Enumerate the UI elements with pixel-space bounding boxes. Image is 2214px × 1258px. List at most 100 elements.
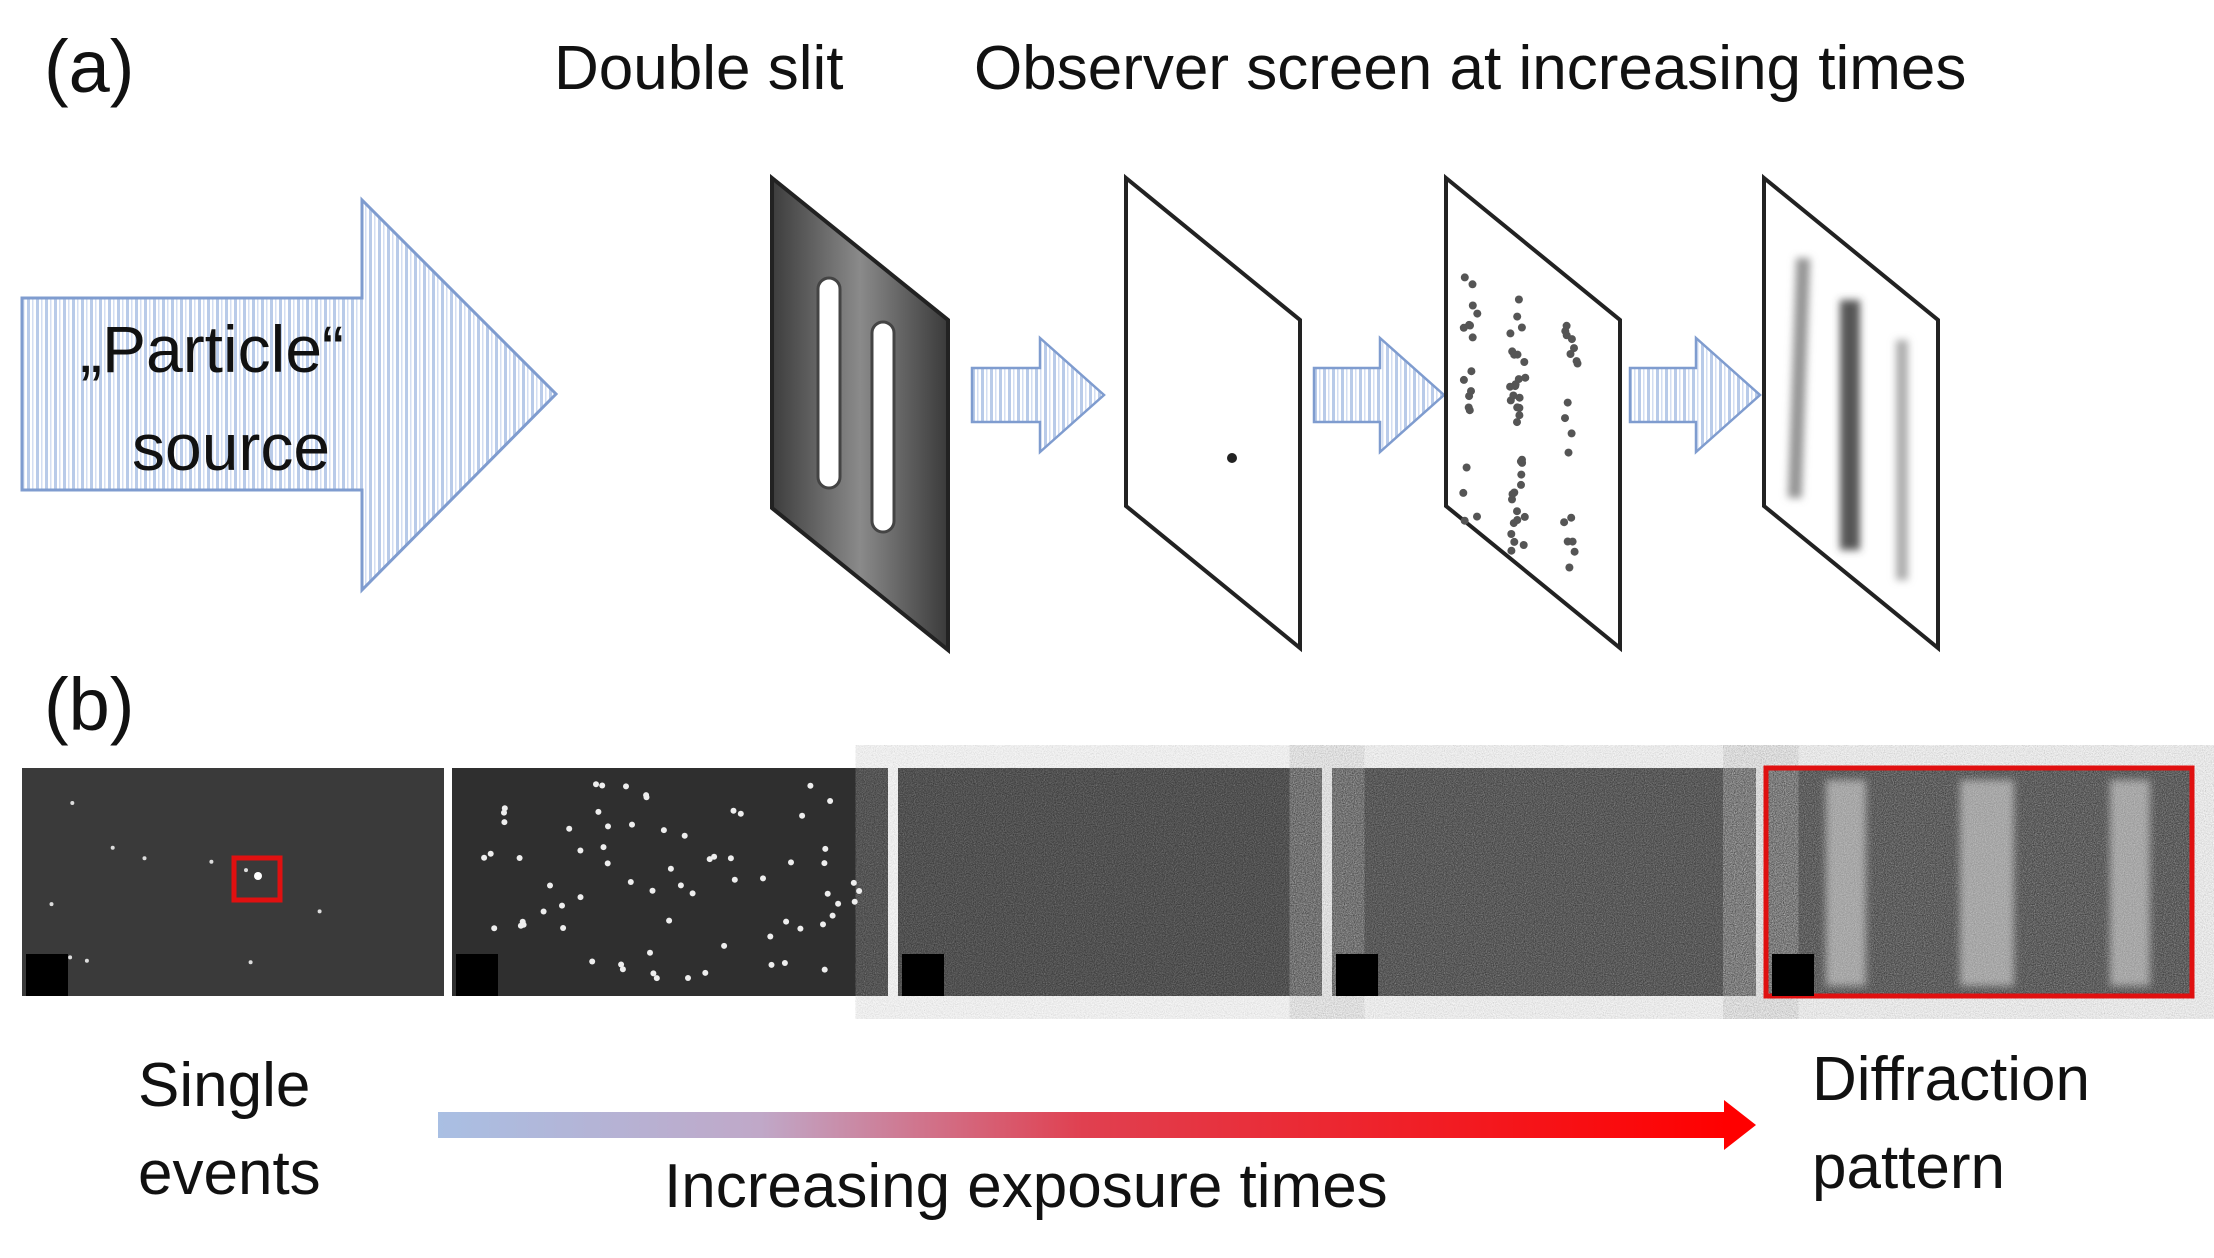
dot <box>516 855 523 861</box>
panel-a-label: (a) <box>44 25 135 108</box>
dot <box>604 860 611 867</box>
dot <box>1568 537 1577 546</box>
dot <box>677 882 684 889</box>
dot <box>1513 312 1522 321</box>
dot <box>605 823 611 830</box>
double-slit-plate <box>770 173 950 655</box>
dot <box>788 859 794 866</box>
single-events-line2: events <box>138 1139 321 1208</box>
dot <box>711 853 718 860</box>
dot <box>1520 358 1529 366</box>
dot <box>1509 391 1518 400</box>
dot <box>822 845 829 852</box>
dot <box>1564 448 1573 457</box>
dot <box>1506 382 1515 391</box>
dot <box>487 850 494 857</box>
dot <box>68 955 73 960</box>
dot <box>547 882 553 889</box>
dot <box>1515 403 1524 412</box>
dot <box>1515 411 1524 420</box>
exposure-gradient-arrow <box>438 1100 1756 1150</box>
dot <box>1459 375 1468 384</box>
dot <box>49 902 54 907</box>
diffraction-line2: pattern <box>1812 1133 2006 1202</box>
dot <box>593 781 599 788</box>
dot <box>702 969 709 976</box>
observer-screen-1 <box>1124 173 1302 653</box>
dot <box>653 975 660 982</box>
increasing-exposure-caption: Increasing exposure times <box>664 1152 1388 1221</box>
exposure-strip <box>22 765 2195 999</box>
dot <box>1518 455 1526 464</box>
dot <box>1520 512 1529 521</box>
dot <box>577 894 584 901</box>
dot <box>647 949 653 956</box>
dot <box>1507 530 1516 538</box>
dot <box>501 805 508 812</box>
dot <box>856 888 863 894</box>
dot <box>731 876 738 883</box>
dot <box>1464 403 1473 412</box>
dot <box>1517 480 1525 489</box>
arrow-3 <box>1628 335 1762 455</box>
dot <box>1565 563 1574 572</box>
dot <box>1567 513 1576 522</box>
dot <box>851 898 858 905</box>
observer-screen-3 <box>1762 173 1940 653</box>
dot <box>807 782 814 789</box>
dot <box>1473 309 1482 318</box>
observer-screen-title: Observer screen at increasing times <box>974 34 1967 103</box>
dot <box>824 890 831 897</box>
dot <box>730 807 737 814</box>
dot <box>1567 335 1576 344</box>
dot <box>1517 323 1526 332</box>
dot <box>560 925 567 931</box>
dot <box>70 801 75 805</box>
dot <box>1468 280 1477 289</box>
dot <box>1515 393 1524 402</box>
dot <box>835 900 842 907</box>
dot <box>1570 344 1578 353</box>
dot <box>540 908 547 915</box>
dot <box>850 879 857 886</box>
dot <box>689 890 696 897</box>
dot <box>1468 333 1477 342</box>
dot <box>142 856 147 861</box>
dot <box>1572 357 1581 366</box>
dot <box>783 918 790 925</box>
dot <box>727 855 734 862</box>
dot <box>1460 273 1469 282</box>
dot <box>1507 546 1516 555</box>
dot <box>821 966 828 973</box>
dot <box>799 812 806 819</box>
dot <box>667 865 674 872</box>
dot <box>681 832 688 839</box>
dot <box>84 958 89 963</box>
dot <box>1563 398 1572 407</box>
dot <box>577 847 584 854</box>
dot <box>501 819 508 826</box>
dot <box>1567 429 1576 438</box>
diffraction-pattern-caption: Diffraction pattern <box>1812 1036 2090 1212</box>
dot <box>1519 541 1528 549</box>
dot <box>781 960 788 966</box>
dot <box>666 917 673 924</box>
dot <box>1473 512 1481 521</box>
dot <box>1566 350 1575 358</box>
dot <box>1467 367 1476 376</box>
dot <box>721 942 728 949</box>
dot <box>643 794 650 801</box>
dot <box>629 821 635 828</box>
dot <box>650 970 657 977</box>
arrow-2 <box>1312 335 1446 455</box>
dot <box>829 912 836 919</box>
dot <box>1513 418 1521 427</box>
dot <box>1459 488 1468 497</box>
dot <box>209 859 214 864</box>
source-label-line1: „Particle“ <box>80 312 345 386</box>
dot <box>1508 495 1516 504</box>
dot <box>1562 321 1571 330</box>
dot <box>566 825 573 832</box>
dot <box>1465 320 1474 329</box>
dot <box>1561 414 1569 423</box>
